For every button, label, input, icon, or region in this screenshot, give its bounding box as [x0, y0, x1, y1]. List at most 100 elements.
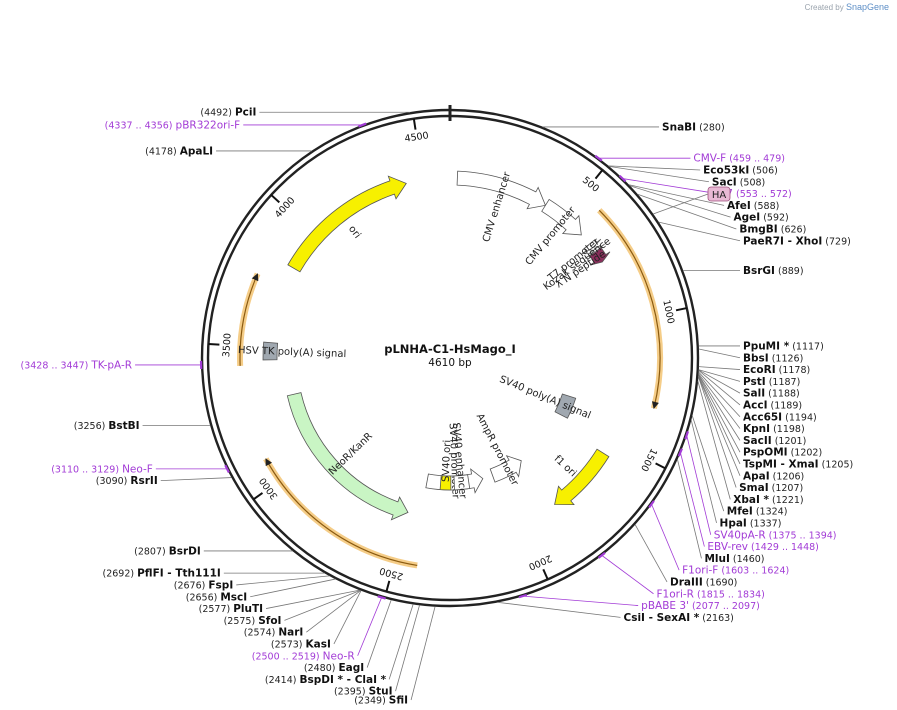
feature-shape [585, 243, 605, 259]
feature-label: Kozak sequence [542, 236, 613, 293]
enzyme-leader [497, 601, 621, 618]
enzyme-position: (1189) [767, 400, 802, 411]
site-hpai[interactable]: HpaI (1337) [720, 517, 782, 529]
site-psti[interactable]: PstI (1187) [743, 376, 800, 388]
enzyme-label: BsrGI (889) [743, 265, 804, 277]
site-draiii[interactable]: DraIII (1690) [670, 576, 737, 588]
site-smai[interactable]: SmaI (1207) [739, 482, 803, 494]
site-acc65i[interactable]: Acc65I (1194) [743, 411, 817, 423]
primer-tk-pa-r[interactable]: (3428 .. 3447) TK-pA-R [21, 359, 133, 371]
enzyme-name: DraIII [670, 576, 703, 588]
site-pflfi-tth111i[interactable]: (2692) PflFI - Tth111I [102, 568, 220, 580]
site-csii-sexai[interactable]: CsiI - SexAI * (2163) [623, 612, 733, 624]
enzyme-position: (729) [822, 236, 851, 247]
enzyme-position: (2656) [186, 592, 221, 603]
site-agei[interactable]: AgeI (592) [734, 212, 789, 224]
site-bmgbi[interactable]: BmgBI (626) [739, 223, 806, 235]
site-msci[interactable]: (2656) MscI [186, 591, 247, 603]
enzyme-name: KasI [306, 638, 331, 650]
feature-kozak-sequence: Kozak sequence [542, 236, 613, 293]
primer-name: Neo-R [323, 650, 355, 662]
site-snabi[interactable]: SnaBI (280) [662, 121, 725, 133]
site-tspmi-xmai[interactable]: TspMI - XmaI (1205) [743, 458, 853, 470]
primer-f1ori-r[interactable]: F1ori-R (1815 .. 1834) [657, 588, 765, 600]
site-sfii[interactable]: (2349) SfiI [354, 695, 408, 707]
tick-label: 2500 [378, 565, 404, 582]
site-mlui[interactable]: MluI (1460) [704, 553, 764, 565]
site-ecori[interactable]: EcoRI (1178) [743, 364, 810, 376]
primer-pbr322ori-f[interactable]: (4337 .. 4356) pBR322ori-F [105, 119, 241, 131]
site-bspdi-clai[interactable]: (2414) BspDI * - ClaI * [265, 674, 387, 686]
enzyme-label: PpuMI * (1117) [743, 340, 824, 352]
site-sali[interactable]: SalI (1188) [743, 388, 800, 400]
enzyme-leader [698, 348, 741, 359]
enzyme-position: (1221) [769, 495, 804, 506]
site-pcii[interactable]: (4492) PciI [200, 107, 256, 119]
site-mfei[interactable]: MfeI (1324) [727, 506, 788, 518]
primer-neo-f[interactable]: (3110 .. 3129) Neo-F [51, 463, 153, 475]
primer-position: (1429 .. 1448) [748, 542, 819, 553]
primer-leader [522, 595, 639, 606]
site-saci[interactable]: SacI (508) [712, 176, 765, 188]
orf-arcs [237, 208, 663, 569]
enzyme-label: BmgBI (626) [739, 223, 806, 235]
enzyme-name: SnaBI [662, 121, 696, 133]
site-rsrii[interactable]: (3090) RsrII [96, 475, 158, 487]
site-fspi[interactable]: (2676) FspI [174, 579, 233, 591]
site-apali[interactable]: (4178) ApaLI [145, 145, 213, 157]
feature-label: f1 ori [552, 453, 579, 479]
site-ppumi[interactable]: PpuMI * (1117) [743, 340, 824, 352]
site-pluti[interactable]: (2577) PluTI [199, 603, 263, 615]
primer-position: (553 .. 572) [733, 189, 792, 200]
enzyme-label: TspMI - XmaI (1205) [743, 458, 853, 470]
enzyme-label: XbaI * (1221) [733, 494, 803, 506]
primer-pbabe-3[interactable]: pBABE 3' (2077 .. 2097) [641, 600, 760, 612]
primer-f1ori-f[interactable]: F1ori-F (1603 .. 1624) [682, 565, 789, 577]
enzyme-leader [236, 575, 330, 586]
enzyme-leader [608, 165, 709, 183]
site-bbsi[interactable]: BbsI (1126) [743, 352, 803, 364]
enzyme-name: SacII [743, 435, 772, 447]
site-apai[interactable]: ApaI (1206) [743, 470, 804, 482]
site-xbai[interactable]: XbaI * (1221) [733, 494, 803, 506]
site-acci[interactable]: AccI (1189) [743, 399, 802, 411]
enzyme-label: (2807) BsrDI [134, 545, 201, 557]
site-afei[interactable]: AfeI (588) [727, 200, 779, 212]
feature-sv40-poly-a-signal: SV40 poly(A) signal [498, 374, 592, 421]
enzyme-position: (1117) [789, 341, 824, 352]
tag-box [707, 186, 731, 202]
primer-cmv-f[interactable]: CMV-F (459 .. 479) [693, 153, 785, 165]
feature-shape [589, 247, 611, 266]
primer-neo-r[interactable]: (2500 .. 2519) Neo-R [252, 650, 355, 662]
enzyme-name: ApaLI [180, 145, 213, 157]
site-pspomi[interactable]: PspOMI (1202) [743, 447, 822, 459]
enzyme-leader [658, 221, 741, 242]
enzyme-label: (2676) FspI [174, 579, 233, 591]
site-bstbi[interactable]: (3256) BstBI [74, 420, 140, 432]
enzyme-leader [698, 370, 741, 406]
primer-name: EBV-rev [707, 541, 748, 553]
primer-ebv-rev[interactable]: EBV-rev (1429 .. 1448) [707, 541, 819, 553]
enzyme-leader [698, 369, 741, 382]
primer-label: CMV-F (459 .. 479) [693, 153, 785, 165]
enzyme-position: (1198) [770, 424, 805, 435]
enzyme-leader [160, 477, 232, 482]
site-kpni[interactable]: KpnI (1198) [743, 423, 805, 435]
site-sacii[interactable]: SacII (1201) [743, 435, 806, 447]
site-nari[interactable]: (2574) NarI [244, 627, 304, 639]
site-bsrgi[interactable]: BsrGI (889) [743, 265, 804, 277]
site-kasi[interactable]: (2573) KasI [271, 638, 331, 650]
site-paer7i-xhoi[interactable]: PaeR7I - XhoI (729) [743, 235, 851, 247]
site-stui[interactable]: (2395) StuI [334, 686, 393, 698]
site-labels[interactable]: SnaBI (280) CMV-F (459 .. 479)Eco53kI (50… [21, 107, 854, 707]
site-sfoi[interactable]: (2575) SfoI [224, 615, 282, 627]
enzyme-name: MluI [704, 553, 729, 565]
site-eco53ki[interactable]: Eco53kI (506) [703, 164, 778, 176]
enzyme-name: SfiI [389, 695, 408, 707]
site-eagi[interactable]: (2480) EagI [304, 662, 364, 674]
tick-mark [385, 580, 391, 592]
tag-ha: HA [652, 186, 731, 215]
tick-mark [412, 118, 417, 130]
site-bsrdi[interactable]: (2807) BsrDI [134, 545, 201, 557]
primer-sv40pa-r[interactable]: SV40pA-R (1375 .. 1394) [714, 529, 837, 541]
